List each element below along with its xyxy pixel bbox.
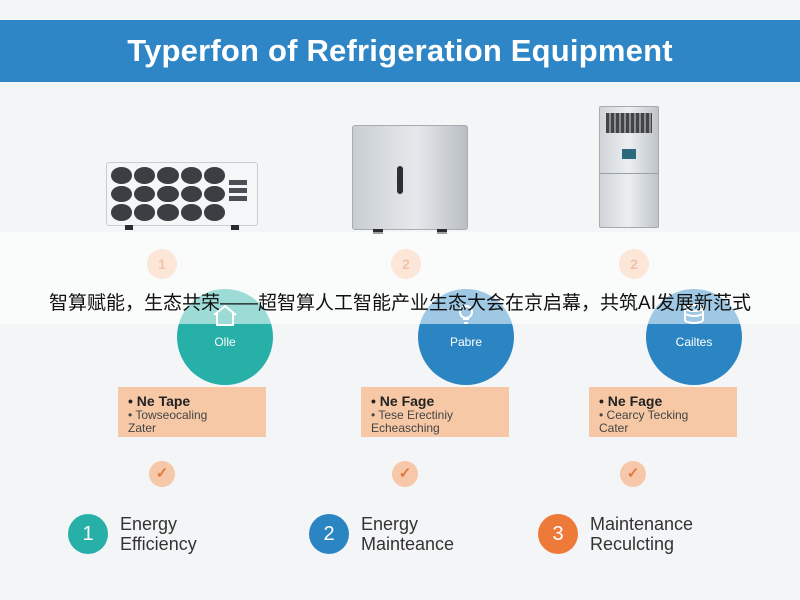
step-label-line: Reculcting	[590, 534, 675, 554]
note-line: • Tese Erectiniy	[371, 408, 454, 422]
fan-icon	[203, 185, 225, 203]
note-line: Echeasching	[371, 421, 440, 435]
note-line: Cater	[599, 421, 629, 435]
headline-overlay	[0, 232, 800, 324]
note-title: • Ne Fage	[599, 393, 663, 409]
fan-icon	[180, 204, 202, 221]
step-number: 2	[309, 514, 349, 554]
note-title: • Ne Tape	[128, 393, 191, 409]
step-label-line: Energy	[120, 514, 178, 534]
vent-grille	[606, 113, 652, 133]
fan-icon	[203, 167, 225, 184]
note-card: • Ne Fage • Cearcy Tecking Cater	[589, 387, 737, 437]
fan-icon	[180, 167, 202, 184]
fan-icon	[111, 167, 133, 184]
fridge-handle	[397, 166, 403, 194]
fan-icon	[157, 167, 179, 184]
check-icon: ✓	[392, 461, 418, 487]
fan-icon	[157, 185, 179, 203]
step-label-line: Maintenance	[590, 514, 694, 534]
title-banner: Typerfon of Refrigeration Equipment	[0, 20, 800, 82]
note-card: • Ne Tape • Towseocaling Zater	[118, 387, 266, 437]
fan-icon	[134, 185, 156, 203]
circle-label: Olle	[214, 335, 236, 349]
step-number: 1	[68, 514, 108, 554]
note-line: • Cearcy Tecking	[599, 408, 689, 422]
fan-icon	[180, 185, 202, 203]
step-label: Maintenance Reculcting	[590, 514, 693, 554]
news-headline: 智算赋能，生态共荣——超智算人工智能产业生态大会在京启幕，共筑AI发展新范式	[49, 293, 751, 314]
fan-icon	[134, 204, 156, 221]
fan-icon	[111, 185, 133, 203]
circle-label: Cailtes	[675, 335, 713, 349]
page-title: Typerfon of Refrigeration Equipment	[127, 33, 673, 68]
note-card: • Ne Fage • Tese Erectiniy Echeasching	[361, 387, 509, 437]
fan-icon	[111, 204, 133, 221]
refrigerator-image	[352, 125, 468, 234]
fan-icon	[134, 167, 156, 184]
check-icon: ✓	[620, 461, 646, 487]
circle-label: Pabre	[449, 335, 483, 349]
step-label-line: Efficiency	[120, 534, 197, 554]
tower-ac-unit-image	[599, 106, 659, 228]
fan-icon	[157, 204, 179, 221]
outdoor-ac-unit-image	[106, 162, 258, 230]
control-panel	[229, 177, 251, 211]
step-number: 3	[538, 514, 578, 554]
step-label-line: Mainteance	[361, 534, 455, 554]
step-label-line: Energy	[361, 514, 419, 534]
fan-icon	[203, 204, 225, 221]
step-label: Energy Efficiency	[120, 514, 197, 554]
check-icon: ✓	[149, 461, 175, 487]
display-screen	[622, 149, 636, 159]
note-line: Zater	[128, 421, 157, 435]
note-line: • Towseocaling	[128, 408, 208, 422]
step-label: Energy Mainteance	[361, 514, 454, 554]
note-title: • Ne Fage	[371, 393, 435, 409]
